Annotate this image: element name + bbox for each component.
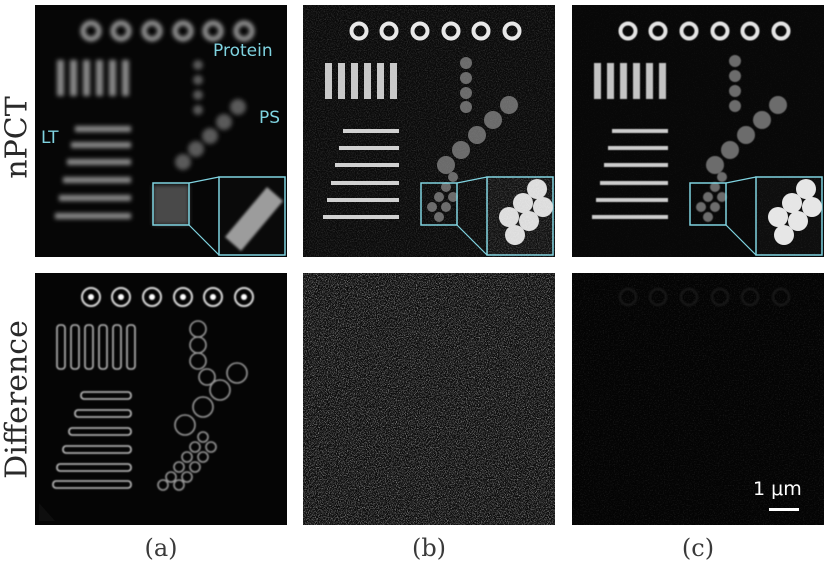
label-protein: Protein [213,41,273,61]
panel-b-npct [303,5,555,257]
label-lt: LT [41,128,59,148]
scale-bar [769,508,799,511]
row-label-npct: nPCT [0,96,35,179]
column-label-b: (b) [411,534,447,562]
column-label-c: (c) [681,534,715,562]
label-ps: PS [259,108,281,128]
panel-c-difference: 1 μm [572,273,824,525]
column-label-a: (a) [144,534,178,562]
scale-bar-label: 1 μm [753,478,802,500]
panel-a-npct: Protein PS LT [35,5,287,257]
panel-a-difference [35,273,287,525]
row-label-difference: Difference [0,320,35,479]
panel-b-difference [303,273,555,525]
panel-c-npct [572,5,824,257]
